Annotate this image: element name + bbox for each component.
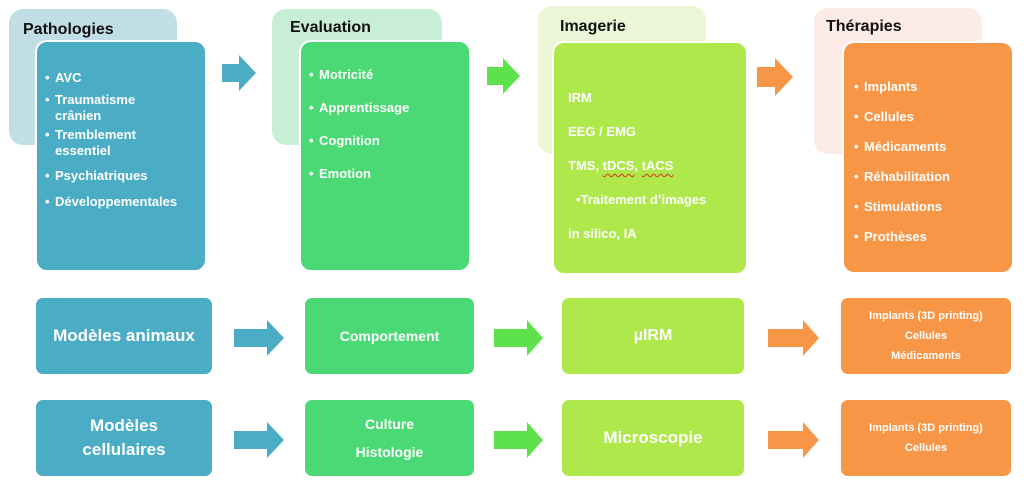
list-item: •Traitement d’images xyxy=(576,192,707,207)
cell-models-box: Modèles cellulaires xyxy=(36,400,212,476)
imagerie-title: Imagerie xyxy=(560,18,626,35)
list-item: •Réhabilitation xyxy=(854,169,950,184)
list-item: •Développementales xyxy=(45,194,178,209)
arrow-right-icon xyxy=(768,422,819,458)
arrow-right-icon xyxy=(768,320,819,356)
list-item: •AVC xyxy=(45,70,82,85)
pathologies-list-card: •AVC •Traumatisme crânien •Tremblement e… xyxy=(35,40,207,272)
evaluation-list-card: •Motricité •Apprentissage •Cognition •Em… xyxy=(299,40,471,272)
therapies-list-card: •Implants •Cellules •Médicaments •Réhabi… xyxy=(842,41,1014,274)
microscopy-box: Microscopie xyxy=(562,400,744,476)
list-item: •Psychiatriques xyxy=(45,168,148,183)
list-item: •Tremblement essentiel xyxy=(45,127,136,158)
arrow-right-icon xyxy=(234,422,284,458)
animal-models-box: Modèles animaux xyxy=(36,298,212,374)
list-item: •Traumatisme crânien xyxy=(45,92,136,123)
list-item: •Stimulations xyxy=(854,199,943,214)
list-item: EEG / EMG xyxy=(568,124,636,139)
list-item: •Cognition xyxy=(309,133,380,148)
micro-mri-box: µIRM xyxy=(562,298,744,374)
list-item: IRM xyxy=(568,90,592,105)
therapies-animal-box: Implants (3D printing) Cellules Médicame… xyxy=(841,298,1011,374)
list-item: •Implants xyxy=(854,79,918,94)
list-item: TMS, tDCS, tACS xyxy=(568,158,674,173)
imagerie-list-card: IRM EEG / EMG TMS, tDCS, tACS •Traitemen… xyxy=(552,41,748,275)
list-item: in silico, IA xyxy=(568,226,637,241)
culture-histology-box: Culture Histologie xyxy=(305,400,474,476)
arrow-right-icon xyxy=(234,320,284,356)
arrow-right-icon xyxy=(494,320,543,356)
evaluation-title: Evaluation xyxy=(290,19,371,36)
therapies-title: Thérapies xyxy=(826,18,902,35)
list-item: •Emotion xyxy=(309,166,371,181)
pathologies-title: Pathologies xyxy=(23,21,114,38)
list-item: •Prothèses xyxy=(854,229,927,244)
list-item: •Motricité xyxy=(309,67,374,82)
arrow-right-icon xyxy=(757,58,793,96)
list-item: •Cellules xyxy=(854,109,914,124)
arrow-right-icon xyxy=(222,55,256,91)
therapies-cell-box: Implants (3D printing) Cellules xyxy=(841,400,1011,476)
behavior-box: Comportement xyxy=(305,298,474,374)
arrow-right-icon xyxy=(487,58,520,94)
list-item: •Apprentissage xyxy=(309,100,410,115)
arrow-right-icon xyxy=(494,422,543,458)
list-item: •Médicaments xyxy=(854,139,947,154)
